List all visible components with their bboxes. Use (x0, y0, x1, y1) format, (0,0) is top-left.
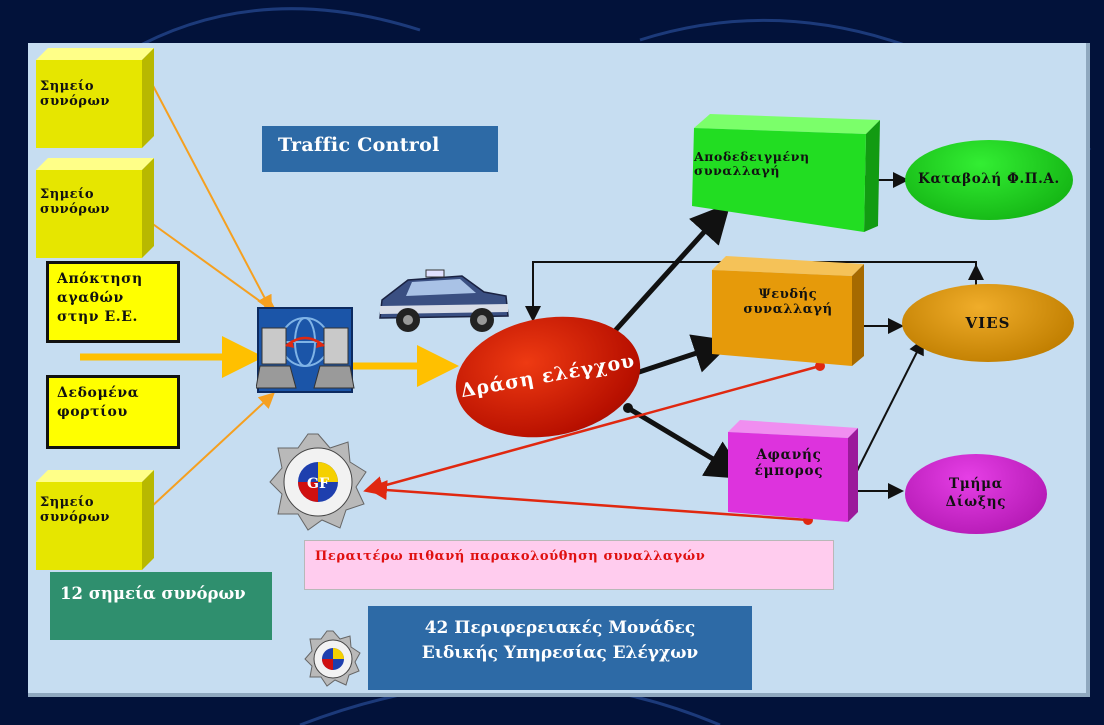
to-missing-arrow (626, 405, 747, 480)
border-point-1 (36, 48, 154, 148)
border-point-2-label: Σημείο συνόρων (40, 187, 110, 217)
emblem-monogram: GF (307, 476, 329, 492)
regional-units-label: 42 Περιφερειακές Μονάδες Ειδικής Υπηρεσί… (421, 618, 699, 663)
vat-payment-label: Καταβολή Φ.Π.Α. (918, 171, 1060, 188)
goods-acquisition-box: Απόκτηση αγαθών στην Ε.Ε. (46, 261, 180, 343)
to-proven-arrow (602, 202, 731, 345)
missing-to-authority-line (367, 480, 809, 522)
border-points-count-box: 12 σημεία συνόρων (50, 572, 272, 640)
cargo-data-box: Δεδομένα φορτίου (46, 375, 180, 449)
border-point-2 (36, 158, 154, 258)
fake-transaction-box (712, 256, 864, 366)
border-point-3-label: Σημείο συνόρων (40, 495, 110, 525)
traffic-control-label: Traffic Control (278, 134, 440, 156)
garda-financiara-emblem-small (304, 630, 361, 687)
border-link-3 (149, 392, 275, 509)
border-point-3 (36, 470, 154, 570)
border-points-count-label: 12 σημεία συνόρων (60, 584, 246, 603)
missing-trader-label: Αφανής έμπορος (754, 447, 824, 479)
missing-vies-link (854, 338, 924, 476)
control-action-label: Δράση ελέγχου (458, 349, 637, 403)
border-link-1 (149, 79, 272, 312)
fake-transaction-label: Ψευδής συναλλαγή (743, 287, 833, 317)
garda-financiara-emblem: GF (269, 433, 367, 531)
border-link-2 (149, 221, 279, 315)
proven-transaction-box (692, 114, 880, 232)
missing-trader-box (728, 420, 858, 522)
fake-to-authority-line (363, 364, 821, 496)
proven-transaction-label: Αποδεδειγμένη συναλλαγή (694, 149, 810, 179)
prosecution-label: Τμήμα Δίωξης (945, 476, 1007, 510)
regional-units-box: 42 Περιφερειακές Μονάδες Ειδικής Υπηρεσί… (368, 606, 752, 690)
traffic-control-box: Traffic Control (262, 126, 498, 172)
border-point-1-label: Σημείο συνόρων (40, 79, 110, 109)
prosecution-node: Τμήμα Δίωξης (905, 454, 1047, 534)
data-exchange-icon (256, 307, 355, 393)
vat-payment-node: Καταβολή Φ.Π.Α. (905, 140, 1073, 220)
vies-label: VIES (965, 314, 1011, 332)
further-monitoring-label: Περαιτέρω πιθανή παρακολούθηση συναλλαγώ… (315, 549, 706, 564)
further-monitoring-box: Περαιτέρω πιθανή παρακολούθηση συναλλαγώ… (304, 540, 834, 590)
police-car-icon (379, 269, 509, 332)
vies-node: VIES (902, 284, 1074, 362)
to-fake-arrow (626, 334, 734, 379)
